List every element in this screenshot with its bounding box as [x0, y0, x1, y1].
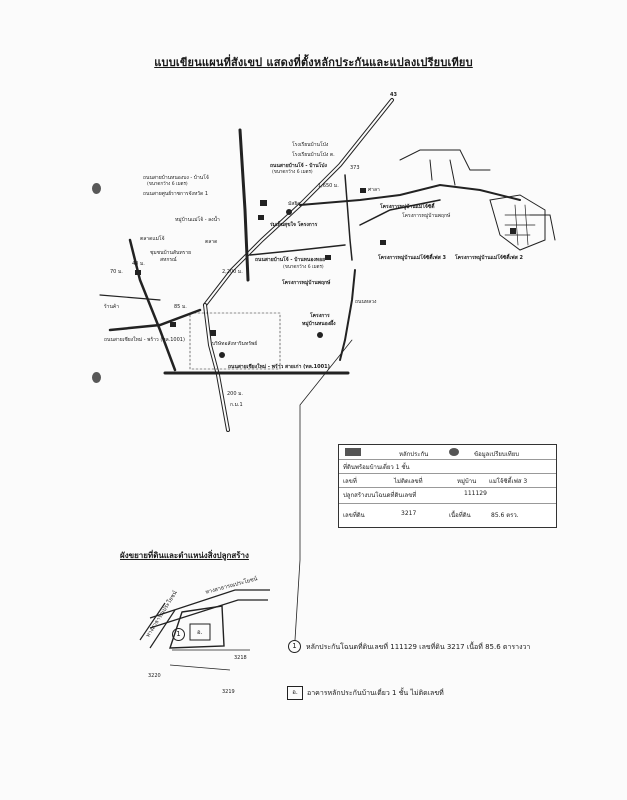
note2-text: อาคารหลักประกันบ้านเดี่ยว 1 ชั้น ไม่ติดเ…	[307, 689, 444, 697]
inset-lot-label: อ.	[197, 629, 203, 636]
legend-compare-swatch	[449, 448, 459, 456]
map-label-mosque: มัสยิด	[288, 201, 301, 207]
road-km-label: 43	[390, 92, 397, 98]
page-title: แบบเขียนแผนที่สังเขป แสดงที่ตั้งหลักประก…	[154, 56, 473, 69]
house-marker	[260, 200, 267, 206]
note1-marker: 1	[288, 640, 301, 653]
map-label-left-market2: สหกรณ์	[160, 257, 177, 263]
legend-row-4: เลขที่ดิน 3217 เนื้อที่ดิน 85.6 ตรว.	[339, 503, 556, 524]
road-left-branch	[108, 308, 202, 332]
legend-row4-value2: 85.6 ตรว.	[491, 512, 519, 519]
legend-row2-label2: หมู่บ้าน	[457, 478, 477, 485]
map-label-road-mid-width: (ขนาดกว้าง 6 เมตร)	[283, 265, 324, 270]
map-label-road-mid: ถนนสายบ้านโจ้ - บ้านหนองหอย	[255, 257, 326, 263]
map-label-project-field: โครงการ	[310, 313, 330, 319]
map-label-route-left1-width: (ขนาดกว้าง 6 เมตร)	[147, 182, 188, 187]
map-label-village-sign: หมู่บ้านแม่โจ้ - ลงน้ำ	[175, 217, 220, 223]
legend-row4-value: 3217	[401, 510, 417, 517]
map-label-lower: บริษัทอสังหาริมทรัพย์	[212, 341, 258, 347]
map-label-bottom-road: ถนนสายเชียงใหม่ - พร้าว สายเก่า (ทล.1001…	[228, 364, 330, 370]
map-label-project4: โครงการหมู่บ้านแม่โจ้ซิตี้เฟส 3	[378, 255, 446, 261]
legend-head-left: หลักประกัน	[399, 451, 429, 458]
inset-lot	[169, 605, 225, 649]
map-label-40: 40 ม.	[132, 261, 145, 267]
map-label-road-main: ถนนสายบ้านโจ้ - บ้านโป่ง	[270, 163, 327, 169]
inset-road-b	[139, 602, 166, 641]
legend-row2-value: ไม่ติดเลขที่	[394, 478, 423, 485]
legend-row2-label: เลขที่	[343, 478, 357, 485]
map-label-2200: 2,200 ม.	[222, 269, 243, 275]
map-label-project-center: โครงการหมู่บ้านพฤกษ์	[402, 213, 451, 219]
map-label-left-store: ร้านค้า	[104, 304, 120, 310]
inset-building	[189, 623, 211, 641]
note1-text: หลักประกันโฉนดที่ดินเลขที่ 111129 เลขที่…	[306, 643, 531, 651]
map-label-road-main-width: (ขนาดกว้าง 6 เมตร)	[272, 170, 313, 175]
map-label-200: 200 ม.	[227, 391, 244, 397]
map-label-project2: ร่มเย็นสุขใจ โครงการ	[270, 222, 318, 228]
road-diagonal-east	[339, 269, 356, 361]
legend-row-2: เลขที่ ไม่ติดเลขที่ หมู่บ้าน แม่โจ้ซิตี้…	[339, 473, 556, 486]
map-label-project3: โครงการหมู่บ้านพฤกษ์	[282, 280, 331, 286]
map-label-route-left2: ถนนสายศูนย์ราชการจังหวัด 1	[143, 191, 209, 197]
map-label-school: โรงเรียนบ้านโป่ง	[292, 142, 329, 148]
legend-row3-value: 111129	[464, 490, 487, 497]
map-label-right: ถนนหลวง	[355, 299, 377, 305]
inset-title: ผังขยายที่ดินและตำแหน่งสิ่งปลูกสร้าง	[120, 551, 249, 560]
punch-hole-top	[92, 183, 101, 194]
legend-row2-value2: แม่โจ้ซิตี้เฟส 3	[489, 478, 528, 485]
map-label-left-dist: 70 ม.	[110, 269, 123, 275]
legend-row1-text: ที่ดินพร้อมบ้านเดี่ยว 1 ชั้น	[343, 464, 410, 471]
inset-road-a	[149, 589, 270, 619]
legend-table: หลักประกัน ข้อมูลเปรียบเทียบ ที่ดินพร้อม…	[338, 444, 557, 528]
map-label-project1: โครงการหมู่บ้านแม่โจ้ซิตี้	[380, 204, 435, 210]
map-label-school2: โรงเรียนบ้านโป่ง ต.	[292, 152, 335, 158]
map-label-left-bottom: ถนนสายเชียงใหม่ - พร้าว (ทล.1001)	[104, 337, 185, 343]
inset-num-2: 3220	[148, 673, 161, 679]
map-label-project5: โครงการหมู่บ้านแม่โจ้ซิตี้เฟส 2	[455, 255, 523, 261]
inset-lot-marker: 1	[172, 628, 185, 641]
legend-collateral-swatch	[345, 448, 361, 456]
road-vertical-left	[238, 128, 250, 282]
note2-marker: อ.	[287, 686, 303, 700]
inset-num-1: 3218	[234, 655, 247, 661]
map-label-city-hall: ศาลา	[368, 187, 380, 193]
map-label-project-field2: หมู่บ้านหนองผึ้ง	[302, 321, 336, 327]
legend-row3-label: ปลูกสร้างบนโฉนดที่ดินเลขที่	[343, 492, 417, 499]
legend-row-1: ที่ดินพร้อมบ้านเดี่ยว 1 ชั้น	[339, 459, 556, 472]
map-label-ref-dist: 1,650 ม.	[318, 183, 339, 189]
map-label-left-market: ชุมชนบ้านสันทราย	[150, 250, 192, 256]
map-label-bank: ตลาด	[205, 239, 218, 245]
road-east	[299, 183, 521, 206]
legend-row4-label: เลขที่ดิน	[343, 512, 365, 519]
map-label-km-bottom: ก.ม.1	[230, 402, 243, 408]
inset-num-3: 3219	[222, 689, 235, 695]
map-label-85: 85 ม.	[174, 304, 187, 310]
map-label-left-sign: ตลาดแม่โจ้	[140, 236, 165, 242]
punch-hole-bottom	[92, 372, 101, 383]
legend-header: หลักประกัน ข้อมูลเปรียบเทียบ	[339, 445, 556, 459]
legend-row4-label2: เนื้อที่ดิน	[449, 512, 471, 519]
map-label-373: 373	[350, 165, 360, 171]
map-label-route-left1: ถนนสายบ้านหนองบง - บ้านโจ้	[143, 175, 209, 181]
legend-head-right: ข้อมูลเปรียบเทียบ	[474, 451, 520, 458]
guide-line	[294, 339, 353, 641]
legend-row-3: ปลูกสร้างบนโฉนดที่ดินเลขที่ 111129	[339, 487, 556, 500]
